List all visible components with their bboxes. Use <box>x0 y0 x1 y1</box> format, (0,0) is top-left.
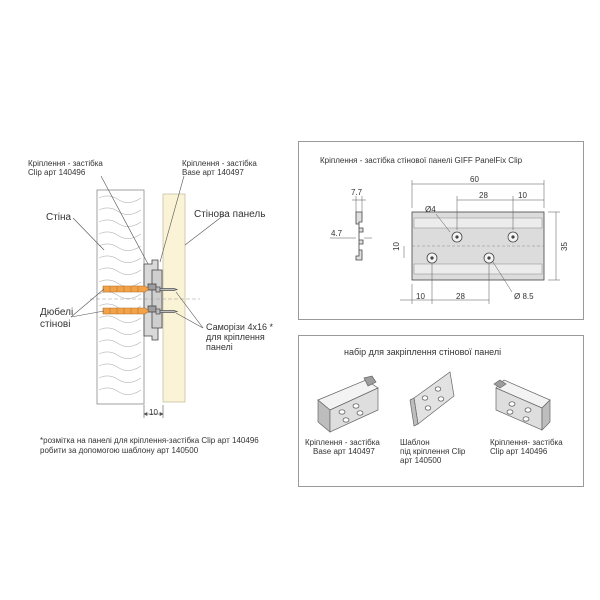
dim-bottom-mid: 28 <box>456 292 465 301</box>
wall-panel <box>162 193 186 403</box>
spec-title: Кріплення - застібка стінової панелі GIF… <box>320 156 523 165</box>
kit-item-template: Шаблон під кріплення Clip арт 140500 <box>400 438 465 465</box>
kit-item-base-line2: Base арт 140497 <box>313 447 375 456</box>
screws-label: Саморізи 4х16 * для кріплення панелі <box>206 322 273 352</box>
kit-title: набір для закріплення стінової панелі <box>344 347 502 357</box>
dim-top-mid: 28 <box>479 191 488 200</box>
screw-leader-1 <box>175 291 204 329</box>
footnote-line1: *розмітка на панелі для кріплення-застіб… <box>40 436 259 445</box>
clip-label-line1: Кріплення - застібка <box>28 159 103 168</box>
dowels <box>102 285 150 315</box>
clip-label-line2: Clip арт 140496 <box>28 168 86 177</box>
plate-dimensions <box>400 180 560 304</box>
front-plate <box>411 211 545 281</box>
profile-dims <box>330 196 372 239</box>
kit-item-clip-line2: Clip арт 140496 <box>490 447 548 456</box>
dim-hole-bottom: Ø 8.5 <box>514 292 534 301</box>
footnote: *розмітка на панелі для кріплення-застіб… <box>40 436 259 456</box>
screws-label-line2: для кріплення <box>206 332 265 342</box>
kit-item-template-line3: арт 140500 <box>400 456 442 465</box>
wall-label: Стіна <box>46 212 72 223</box>
base-label-line2: Base арт 140497 <box>182 168 244 177</box>
kit-base-part <box>317 375 379 433</box>
clip-leader <box>100 175 149 265</box>
panel-label: Стінова панель <box>194 209 266 220</box>
dim-top-right: 10 <box>518 191 527 200</box>
dim-profile-top: 7.7 <box>351 188 363 197</box>
dowels-label: Дюбелі стінові <box>40 307 73 331</box>
screws-label-line3: панелі <box>206 342 233 352</box>
dim-bottom-left: 10 <box>416 292 425 301</box>
kit-item-clip-line1: Кріплення- застібка <box>490 438 563 447</box>
screw-leader-2 <box>175 312 204 329</box>
kit-item-base-line1: Кріплення - застібка <box>305 438 380 447</box>
kit-item-template-line1: Шаблон <box>400 438 430 447</box>
panel-leader <box>184 214 225 246</box>
gap-dimension <box>143 405 164 418</box>
screws <box>155 286 179 315</box>
clip-label: Кріплення - застібка Clip арт 140496 <box>28 159 103 177</box>
base-label-line1: Кріплення - застібка <box>182 159 257 168</box>
gap-value: 10 <box>149 408 158 417</box>
kit-item-base: Кріплення - застібка Base арт 140497 <box>305 438 380 456</box>
kit-template-part <box>409 371 455 427</box>
dim-width: 60 <box>470 175 479 184</box>
kit-item-clip: Кріплення- застібка Clip арт 140496 <box>490 438 563 456</box>
footnote-line2: робити за допомогою шаблону арт 140500 <box>40 446 199 455</box>
dowels-label-line2: стінові <box>40 319 71 330</box>
dim-profile-left: 4.7 <box>331 229 343 238</box>
base-label: Кріплення - застібка Base арт 140497 <box>182 159 257 177</box>
wall-leader <box>72 217 105 251</box>
dowel-leader-1 <box>70 288 105 318</box>
side-profile <box>355 211 364 261</box>
screws-label-line1: Саморізи 4х16 * <box>206 322 273 332</box>
dim-hole-top: Ø4 <box>425 205 436 214</box>
kit-item-template-line2: під кріплення Clip <box>400 447 466 456</box>
kit-clip-part <box>493 379 551 431</box>
base-leader <box>159 175 185 263</box>
dowels-label-line1: Дюбелі <box>40 307 74 318</box>
dowel-leader-2 <box>70 310 105 318</box>
